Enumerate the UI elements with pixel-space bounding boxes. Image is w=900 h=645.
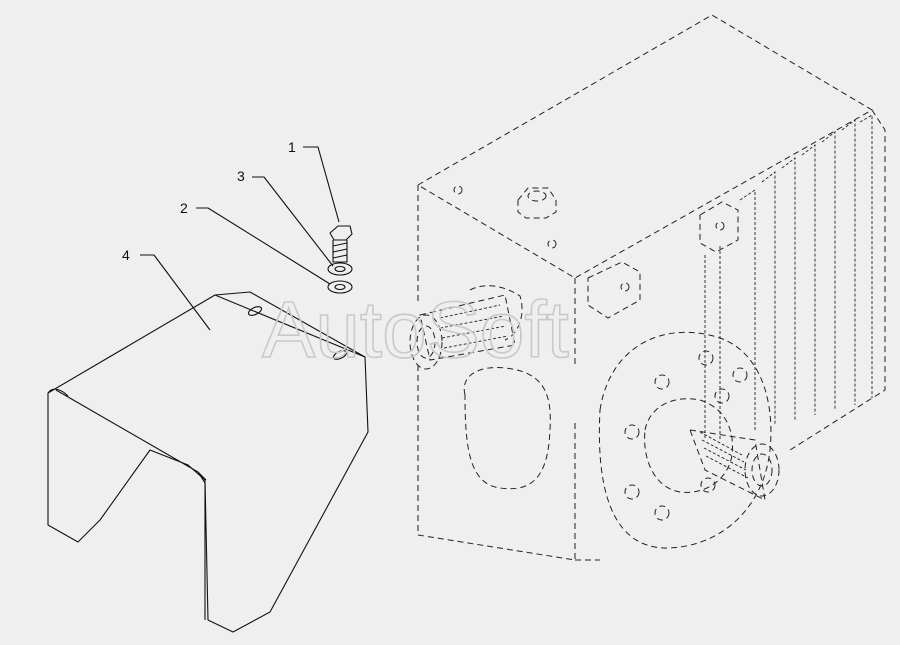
leader-lines [140, 146, 340, 331]
cooling-fins [704, 114, 873, 440]
callout-label-1: 1 [288, 139, 296, 155]
output-flange [598, 331, 772, 549]
flat-washer-part [327, 280, 353, 294]
watermark-text: AutoSoft [262, 285, 569, 374]
cover-part [47, 291, 369, 633]
callout-label-3: 3 [237, 168, 245, 184]
callout-label-2: 2 [180, 200, 188, 216]
gearbox-housing [417, 14, 886, 561]
lock-washer-part [327, 262, 353, 276]
input-shaft [409, 285, 523, 370]
callout-label-4: 4 [122, 247, 130, 263]
output-shaft [689, 429, 780, 501]
bolt-part [329, 225, 353, 263]
